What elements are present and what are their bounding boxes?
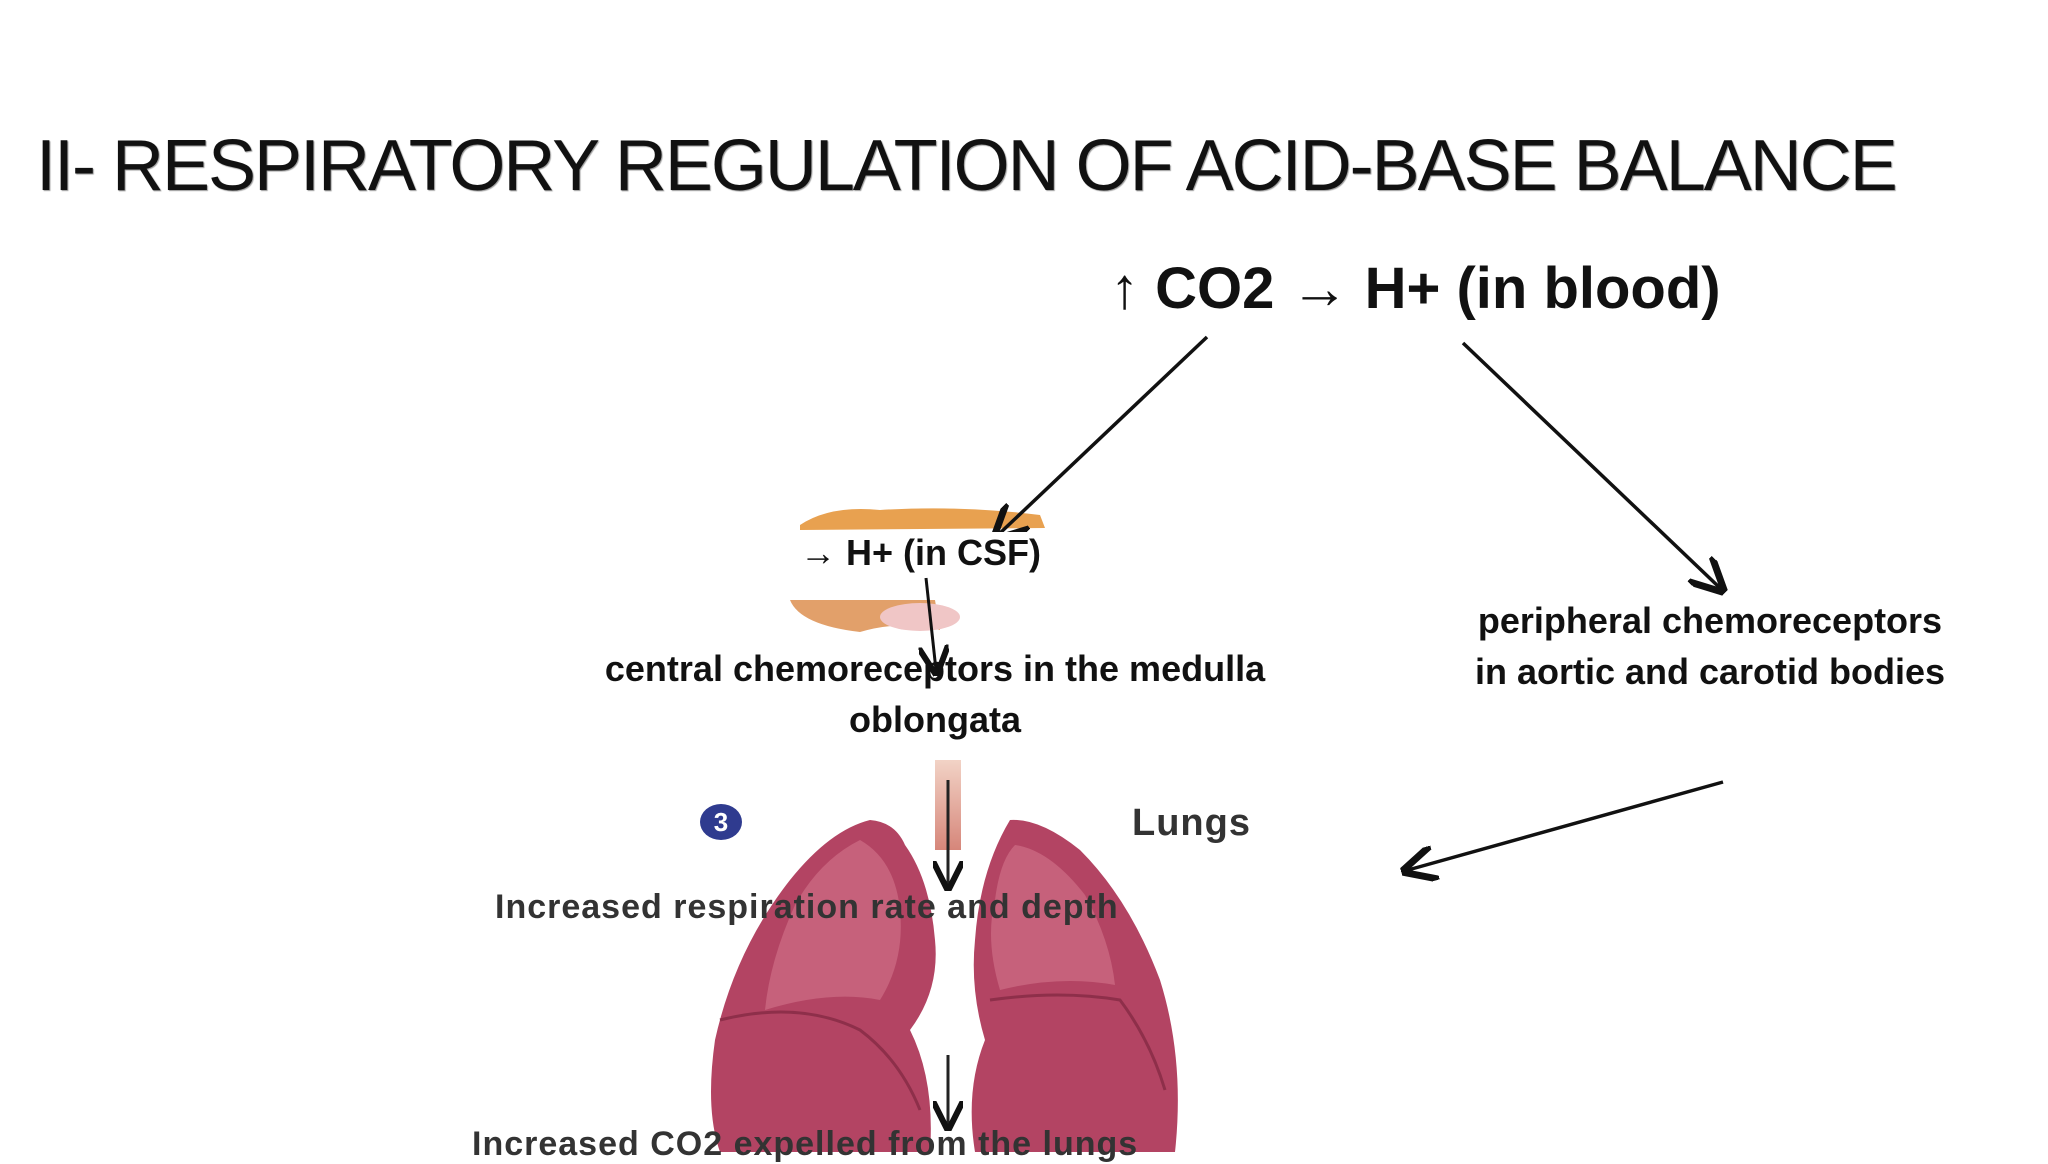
- left-lung: [711, 820, 936, 1152]
- arrow-blood-to-peripheral: [1461, 341, 1720, 588]
- csf-statement: → H+ (in CSF): [790, 532, 1051, 574]
- step-badge: 3: [700, 804, 742, 840]
- respiration-label: Increased respiration rate and depth: [495, 888, 1119, 926]
- peripheral-chemoreceptors-label: peripheral chemoreceptors in aortic and …: [1474, 600, 1946, 692]
- central-chemoreceptors-label: central chemoreceptors in the medulla ob…: [604, 648, 1266, 740]
- co2-expelled-label: Increased CO2 expelled from the lungs: [472, 1125, 1139, 1163]
- co2-statement: ↑ CO2 → H+ (in blood): [1110, 256, 1721, 321]
- lungs-label: Lungs: [1132, 802, 1251, 844]
- arrow-csf-to-central: [926, 577, 936, 670]
- slide-title: II- RESPIRATORY REGULATION OF ACID-BASE …: [36, 126, 1898, 206]
- arrow-peripheral-to-lungs: [1408, 780, 1724, 870]
- right-lung: [971, 819, 1178, 1152]
- brain-illustration: [790, 508, 1045, 632]
- arrow-blood-to-csf: [998, 335, 1209, 535]
